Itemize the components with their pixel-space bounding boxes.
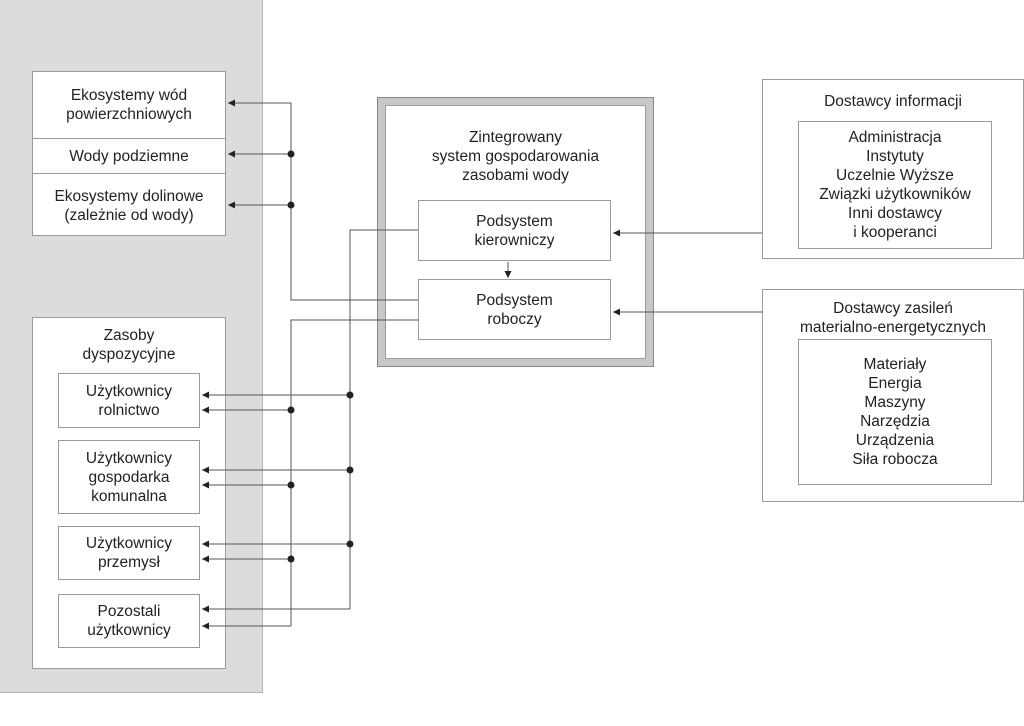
junction-dot: [287, 555, 295, 563]
other-users-box: Pozostali użytkownicy: [58, 594, 200, 648]
valley-ecosystems-label: Ekosystemy dolinowe (zależnie od wody): [33, 173, 225, 237]
management-subsystem-box: Podsystem kierowniczy: [418, 200, 611, 261]
groundwater-label: Wody podziemne: [33, 138, 225, 174]
junction-dot: [287, 481, 295, 489]
junction-dot: [287, 201, 295, 209]
users-agriculture-box: Użytkownicy rolnictwo: [58, 373, 200, 428]
ecosystems-box: Ekosystemy wód powierzchniowych Wody pod…: [32, 71, 226, 236]
material-suppliers-title: Dostawcy zasileń materialno-energetyczny…: [799, 300, 987, 336]
junction-dot: [287, 150, 295, 158]
integrated-system-title: Zintegrowany system gospodarowania zasob…: [431, 129, 600, 184]
users-municipal-box: Użytkownicy gospodarka komunalna: [58, 440, 200, 514]
information-suppliers-list: Administracja Instytuty Uczelnie Wyższe …: [798, 121, 992, 249]
available-resources-title: Zasoby dyspozycyjne: [82, 327, 176, 363]
surface-waters-ecosystems-label: Ekosystemy wód powierzchniowych: [66, 87, 192, 123]
junction-dot: [346, 391, 354, 399]
junction-dot: [287, 406, 295, 414]
material-suppliers-list: Materiały Energia Maszyny Narzędzia Urzą…: [798, 339, 992, 485]
junction-dot: [346, 540, 354, 548]
users-industry-box: Użytkownicy przemysł: [58, 526, 200, 580]
information-suppliers-title: Dostawcy informacji: [824, 93, 962, 110]
operational-subsystem-box: Podsystem roboczy: [418, 279, 611, 340]
junction-dot: [346, 466, 354, 474]
